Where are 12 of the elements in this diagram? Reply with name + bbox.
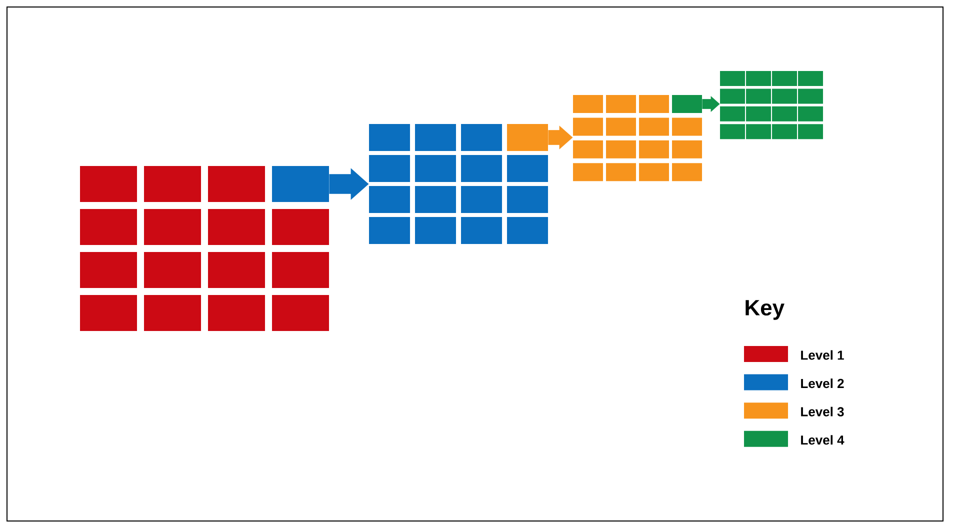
legend-label: Level 2 <box>801 378 844 388</box>
legend-title: Key <box>746 300 784 320</box>
cell-grid <box>369 124 548 244</box>
cell-grid <box>720 71 824 140</box>
cell-grid <box>80 166 329 331</box>
legend-label: Level 4 <box>801 435 844 445</box>
cell-grid <box>573 95 702 182</box>
cell <box>672 95 702 113</box>
legend-label: Level 1 <box>801 350 844 360</box>
legend-label: Level 3 <box>801 406 844 416</box>
cell <box>272 166 329 202</box>
cell <box>507 124 548 151</box>
